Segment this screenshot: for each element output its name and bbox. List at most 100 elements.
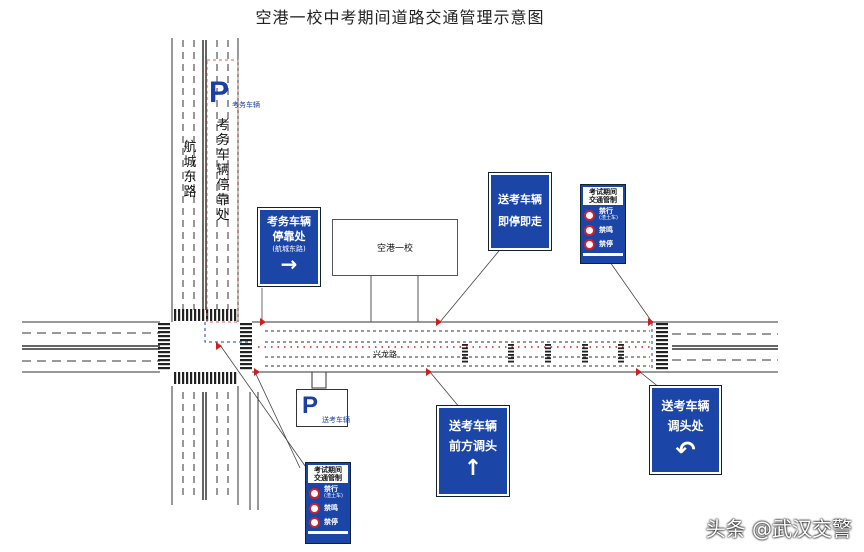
crosswalk-stripe [240,359,252,362]
control-sign-item-sub: (渣土车) [324,493,343,499]
exam-parking-zone-text: 考务车辆停靠处 [216,118,230,223]
crosswalk-stripe [158,347,170,350]
crosswalk-stripe [226,372,229,384]
crosswalk-stripe [186,372,189,384]
control-sign-item: 禁停 [584,239,622,250]
crosswalk-stripe [158,327,170,330]
crosswalk-stripe [190,372,193,384]
crosswalk-stripe [234,372,237,384]
sign-exam-parking-line1: 考务车辆 [267,215,311,228]
crosswalk-stripe [222,309,225,321]
sign-exam-parking-line2: 停靠处 [272,230,306,243]
dropoff-notch [311,372,327,389]
crosswalk-stripe [656,351,668,354]
crosswalk-stripe [462,354,468,356]
crosswalk-stripe [240,347,252,350]
sign-uturn-ahead: 送考车辆 前方调头 ↑ [436,405,510,497]
crosswalk-stripe [240,323,252,326]
crosswalk-stripe [198,372,201,384]
crosswalk-stripe [545,360,551,363]
crosswalk-stripe [656,347,668,350]
crosswalk-stripe [222,372,225,384]
crosswalk-stripe [178,309,181,321]
control-sign-item-label: 禁行(渣土车) [599,207,618,222]
crosswalk-stripe [182,372,185,384]
crosswalk-stripe [158,363,170,366]
crosswalk-stripe [545,354,551,356]
control-sign-item: 禁行(渣土车) [584,208,622,222]
control-sign-header: 考试期间交通管制 [583,187,623,205]
crosswalk-stripe [462,347,468,350]
crosswalk-stripe [202,309,205,321]
control-sign-item: 禁行(渣土车) [309,486,347,500]
crosswalk-stripe [190,309,193,321]
crosswalk-stripe [545,344,551,346]
school-building-label: 空港一校 [376,244,413,254]
no-truck-icon [309,487,320,499]
crosswalk-stripe [240,363,252,366]
crosswalk-stripe [582,350,588,353]
crosswalk-stripe [206,372,209,384]
crosswalk-stripe [158,335,170,338]
crosswalk-stripe [618,344,624,346]
crosswalk-stripe [508,347,514,350]
crosswalk-stripe [545,357,551,360]
north-south-road-name: 航城东路 [183,140,197,200]
traffic-control-sign-bottom: 考试期间交通管制禁行(渣土车)禁鸣禁停 [305,462,351,544]
crosswalk-stripe [582,354,588,356]
crosswalk-stripe [240,331,252,334]
exam-parking-zone [206,59,239,323]
sign-dropoff-go-line1: 送考车辆 [498,193,542,206]
crosswalk-stripe [656,355,668,358]
sign-dropoff-go-line2: 即停即走 [498,215,542,228]
crosswalk-stripe [618,360,624,363]
exam-parking-p-icon: P [209,76,230,109]
crosswalk-stripe [582,360,588,363]
control-sign-item-label: 禁停 [324,518,338,526]
guide-lines [204,322,653,371]
exam-parking-p-label: 考务车辆 [232,101,260,109]
control-sign-footer [308,531,348,534]
crosswalk-stripe [174,372,177,384]
crosswalk-stripe [214,372,217,384]
control-sign-header-line2: 交通管制 [589,196,617,204]
crosswalk-stripe [158,331,170,334]
crosswalk-stripe [582,344,588,346]
crosswalk-stripe [545,350,551,353]
school-building: 空港一校 [332,219,458,276]
sign-dropoff-go: 送考车辆 即停即走 [488,172,552,251]
diagram-title: 空港一校中考期间道路交通管理示意图 [255,8,545,27]
crosswalk-stripe [508,344,514,346]
crosswalk-stripe [240,339,252,342]
control-sign-item-label: 禁停 [599,240,613,248]
sign-uturn-here: 送考车辆 调头处 ↶ [649,385,722,475]
crosswalk-stripe [210,309,213,321]
crosswalk-stripe [202,372,205,384]
crosswalk-stripe [234,309,237,321]
crosswalk-stripe [158,343,170,346]
sign-uturn-ahead-line1: 送考车辆 [448,419,497,433]
crosswalk-stripe [462,350,468,353]
crosswalk-stripe [656,339,668,342]
crosswalk-stripe [656,323,668,326]
north-south-road [171,38,259,510]
crosswalk-stripe [240,335,252,338]
traffic-control-sign-top: 考试期间交通管制禁行(渣土车) 禁鸣禁停 [580,184,626,264]
crosswalk-stripe [182,309,185,321]
east-road [252,321,778,373]
control-sign-item-label: 禁鸣 [599,226,613,234]
crosswalk-stripe [656,363,668,366]
crosswalk-stripe [508,354,514,356]
leader-lines [219,239,661,481]
crosswalk-stripe [656,367,668,370]
crosswalk-stripe [618,350,624,353]
crosswalk-stripe [618,357,624,360]
crosswalk-stripe [656,327,668,330]
sign-uturn-ahead-line2: 前方调头 [448,439,497,453]
crosswalk-stripe [508,350,514,353]
control-sign-item-sub: (渣土车) [599,215,618,221]
sign-exam-parking-line3: (航城东路) [272,245,306,253]
crosswalk-stripe [240,355,252,358]
up-arrow-icon: ↑ [463,456,483,481]
